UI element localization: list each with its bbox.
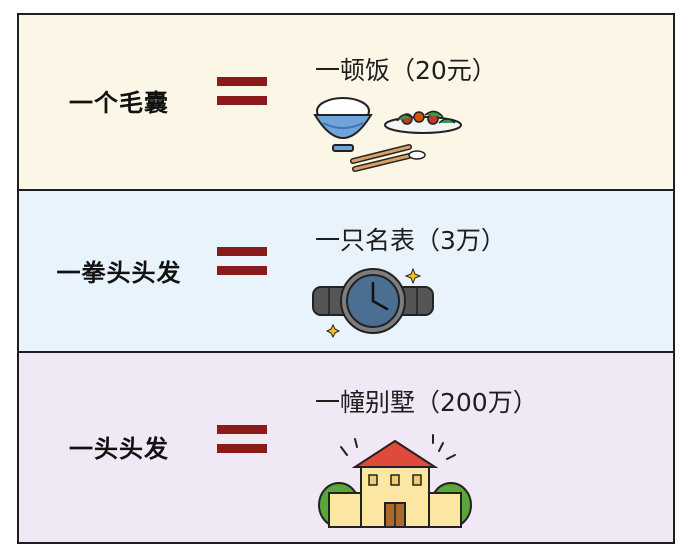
row-right-label: 一幢别墅（200万） [315,388,538,417]
row-head-of-hair: 一头头发 一幢别墅（200万） [19,351,673,542]
equals-sign [217,247,267,285]
row-hair-follicle: 一个毛囊 一顿饭（20元） [19,15,673,189]
row-right-label: 一只名表（3万） [315,226,506,255]
equals-sign [217,425,267,463]
row-left-label: 一个毛囊 [69,89,169,117]
meal-icon [313,97,462,172]
villa-icon [318,434,472,528]
comparison-table: 一个毛囊 一顿饭（20元） 一拳头头发 [17,13,675,544]
row-right-label: 一顿饭（20元） [315,56,497,85]
watch-icon [312,267,434,339]
equals-sign [217,77,267,115]
row-left-label: 一头头发 [69,435,169,463]
row-left-label: 一拳头头发 [56,259,182,287]
row-fist-of-hair: 一拳头头发 一只名表（3万） [19,189,673,351]
